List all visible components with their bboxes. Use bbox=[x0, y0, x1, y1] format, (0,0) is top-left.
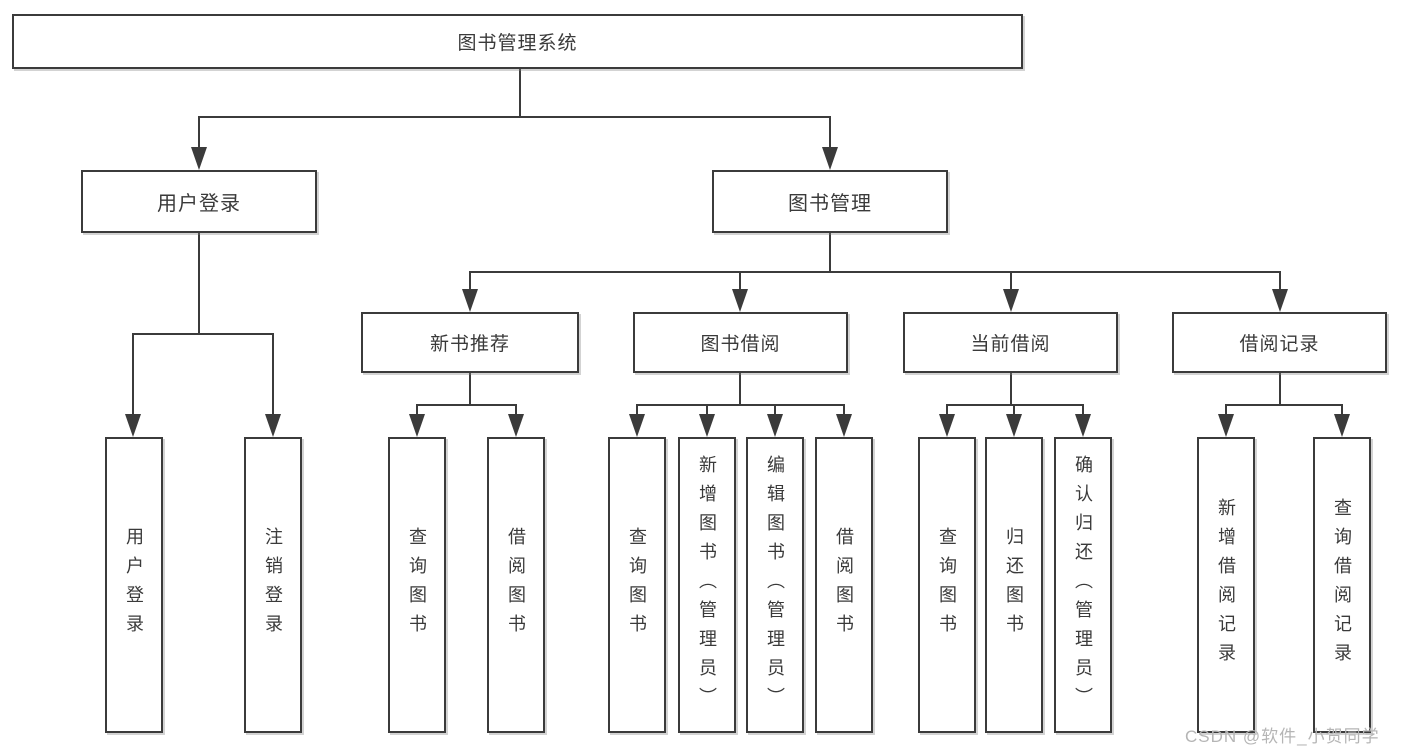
leaf-logout: 注销登录 bbox=[244, 437, 302, 733]
node-label: 注销登录 bbox=[263, 527, 283, 643]
node-label: 借阅图书 bbox=[834, 527, 854, 643]
connector-line bbox=[198, 116, 831, 118]
connector-line bbox=[636, 405, 638, 416]
connector-line bbox=[739, 373, 741, 405]
leaf-user-login: 用户登录 bbox=[105, 437, 163, 733]
connector-line bbox=[132, 334, 134, 416]
arrow-down-icon bbox=[409, 414, 425, 437]
arrow-down-icon bbox=[1006, 414, 1022, 437]
connector-line bbox=[198, 233, 200, 334]
arrow-down-icon bbox=[191, 147, 207, 170]
arrow-down-icon bbox=[1003, 289, 1019, 312]
node-new-book-recommend: 新书推荐 bbox=[361, 312, 579, 373]
node-root: 图书管理系统 bbox=[12, 14, 1023, 69]
node-label: 新书推荐 bbox=[429, 334, 510, 355]
leaf-borrow-books: 借阅图书 bbox=[815, 437, 873, 733]
arrow-down-icon bbox=[836, 414, 852, 437]
connector-line bbox=[843, 405, 845, 416]
node-label: 编辑图书（管理员） bbox=[765, 454, 785, 716]
node-book-management: 图书管理 bbox=[712, 170, 948, 233]
leaf-add-books-admin: 新增图书（管理员） bbox=[678, 437, 736, 733]
arrow-down-icon bbox=[629, 414, 645, 437]
node-user-login: 用户登录 bbox=[81, 170, 317, 233]
leaf-borrow-books-recommend: 借阅图书 bbox=[487, 437, 545, 733]
connector-line bbox=[1010, 272, 1012, 291]
node-borrowing-records: 借阅记录 bbox=[1172, 312, 1387, 373]
connector-line bbox=[774, 405, 776, 416]
connector-line bbox=[198, 117, 200, 148]
arrow-down-icon bbox=[265, 414, 281, 437]
connector-line bbox=[1341, 405, 1343, 416]
connector-line bbox=[1279, 272, 1281, 291]
leaf-return-books: 归还图书 bbox=[985, 437, 1043, 733]
node-label: 借阅记录 bbox=[1239, 334, 1320, 355]
connector-line bbox=[416, 405, 418, 416]
csdn-watermark: CSDN @软件_小贺同学 bbox=[1185, 727, 1380, 746]
connector-line bbox=[469, 373, 471, 405]
arrow-down-icon bbox=[767, 414, 783, 437]
connector-line bbox=[515, 405, 517, 416]
leaf-edit-books-admin: 编辑图书（管理员） bbox=[746, 437, 804, 733]
arrow-down-icon bbox=[462, 289, 478, 312]
leaf-query-books-recommend: 查询图书 bbox=[388, 437, 446, 733]
connector-line bbox=[1082, 405, 1084, 416]
connector-line bbox=[829, 117, 831, 148]
node-label: 图书管理 bbox=[788, 193, 872, 215]
connector-line bbox=[1010, 373, 1012, 405]
node-label: 新增借阅记录 bbox=[1216, 498, 1236, 672]
connector-line bbox=[132, 333, 274, 335]
arrow-down-icon bbox=[822, 147, 838, 170]
arrow-down-icon bbox=[939, 414, 955, 437]
connector-line bbox=[272, 334, 274, 416]
arrow-down-icon bbox=[699, 414, 715, 437]
connector-line bbox=[946, 405, 948, 416]
arrow-down-icon bbox=[125, 414, 141, 437]
arrow-down-icon bbox=[1075, 414, 1091, 437]
arrow-down-icon bbox=[732, 289, 748, 312]
connector-line bbox=[519, 68, 521, 117]
connector-line bbox=[1225, 404, 1343, 406]
node-label: 新增图书（管理员） bbox=[697, 454, 717, 716]
arrow-down-icon bbox=[1272, 289, 1288, 312]
node-label: 用户登录 bbox=[124, 527, 144, 643]
node-label: 查询图书 bbox=[937, 527, 957, 643]
connector-line bbox=[1013, 405, 1015, 416]
arrow-down-icon bbox=[508, 414, 524, 437]
leaf-add-borrow-record: 新增借阅记录 bbox=[1197, 437, 1255, 733]
connector-line bbox=[946, 404, 1084, 406]
node-label: 借阅图书 bbox=[506, 527, 526, 643]
arrow-down-icon bbox=[1334, 414, 1350, 437]
connector-line bbox=[416, 404, 517, 406]
arrow-down-icon bbox=[1218, 414, 1234, 437]
leaf-query-books-current: 查询图书 bbox=[918, 437, 976, 733]
node-label: 确认归还（管理员） bbox=[1073, 454, 1093, 716]
connector-line bbox=[706, 405, 708, 416]
node-label: 当前借阅 bbox=[970, 334, 1051, 355]
connector-line bbox=[636, 404, 845, 406]
connector-line bbox=[829, 233, 831, 272]
node-label: 图书管理系统 bbox=[457, 33, 578, 54]
node-book-borrowing: 图书借阅 bbox=[633, 312, 848, 373]
connector-line bbox=[469, 272, 471, 291]
node-label: 查询图书 bbox=[627, 527, 647, 643]
connector-line bbox=[1279, 373, 1281, 405]
leaf-query-books-borrowing: 查询图书 bbox=[608, 437, 666, 733]
node-label: 查询图书 bbox=[407, 527, 427, 643]
connector-line bbox=[1225, 405, 1227, 416]
node-current-borrowing: 当前借阅 bbox=[903, 312, 1118, 373]
leaf-confirm-return-admin: 确认归还（管理员） bbox=[1054, 437, 1112, 733]
connector-line bbox=[739, 272, 741, 291]
leaf-query-borrow-record: 查询借阅记录 bbox=[1313, 437, 1371, 733]
node-label: 归还图书 bbox=[1004, 527, 1024, 643]
connector-line bbox=[469, 271, 1281, 273]
node-label: 查询借阅记录 bbox=[1332, 498, 1352, 672]
node-label: 图书借阅 bbox=[700, 334, 781, 355]
node-label: 用户登录 bbox=[157, 193, 241, 215]
